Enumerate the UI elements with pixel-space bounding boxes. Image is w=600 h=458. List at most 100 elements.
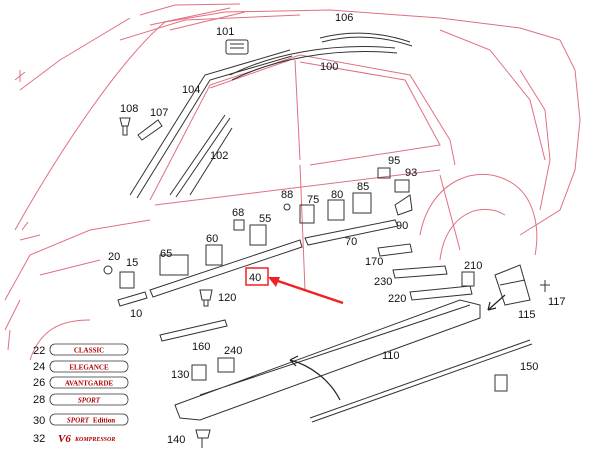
callout-24: 24 [33,361,45,373]
svg-text:SPORT: SPORT [78,397,101,405]
svg-text:KOMPRESSOR: KOMPRESSOR [74,437,115,443]
callout-108: 108 [120,103,138,115]
parts [103,32,550,448]
part-10-fender-strip [117,291,148,307]
highlight-box [245,267,269,286]
part-220-retainer [409,285,473,301]
part-65-retainer [159,254,189,276]
part-88-grommet [283,203,291,211]
part-100-roof-moulding [229,46,398,81]
callout-102: 102 [210,150,228,162]
arrow-sill [289,359,341,401]
part-55-retainer [249,224,267,246]
arrows [289,294,506,401]
callout-95: 95 [388,155,400,167]
callout-117: 117 [548,296,566,308]
callout-100: 100 [320,61,338,73]
badge-elegance: ELEGANCE [49,360,129,373]
callout-32: 32 [33,433,45,445]
emblem-badges: CLASSIC ELEGANCE AVANTGARDE SPORT SPORT … [49,343,129,445]
part-80-retainer [327,199,345,221]
part-102-pillar [169,114,233,198]
part-140-screw [195,429,211,448]
highlight [245,267,344,305]
part-40-front-door-strip [149,239,303,298]
part-130-clip [191,364,207,381]
part-170-retainer [377,243,413,257]
part-120-clip [199,289,213,307]
car-body-outline [4,3,581,361]
callout-40: 40 [249,272,261,284]
highlight-arrow [271,277,344,305]
callout-55: 55 [259,213,271,225]
svg-text:SPORT: SPORT [67,417,90,425]
callout-101: 101 [216,26,234,38]
part-85-retainer [352,192,372,214]
callout-68: 68 [232,207,244,219]
callout-10: 10 [130,308,142,320]
badge-sport-edition: SPORT Edition [49,413,129,426]
part-106-roof-strip [319,32,413,47]
part-160-strip [159,319,228,342]
callout-110: 110 [382,350,400,362]
part-150-clip [494,374,508,392]
part-110-sill-panel [174,299,481,421]
badge-avantgarde: AVANTGARDE [49,376,129,389]
badge-classic: CLASSIC [49,343,129,356]
arrow-bracket [487,294,506,311]
part-93-clip [394,179,410,193]
callout-60: 60 [206,233,218,245]
callout-120: 120 [218,292,236,304]
callout-70: 70 [345,236,357,248]
part-101-clip [225,39,249,55]
callout-65: 65 [160,248,172,260]
svg-text:Edition: Edition [93,417,115,425]
part-68-clip [233,219,245,231]
callout-15: 15 [126,257,138,269]
callout-88: 88 [281,189,293,201]
callout-26: 26 [33,377,45,389]
callout-210: 210 [464,260,482,272]
callout-115: 115 [518,309,536,321]
callout-90: 90 [396,220,408,232]
part-230-retainer [392,265,448,279]
part-240-clip [217,357,235,373]
callout-85: 85 [357,181,369,193]
part-60-retainer [205,244,223,266]
callout-240: 240 [224,345,242,357]
part-115-bracket [494,264,531,306]
callout-220: 220 [388,293,406,305]
part-107-clip [137,119,163,141]
part-104-frame-moulding [129,49,293,199]
svg-text:CLASSIC: CLASSIC [74,347,104,355]
svg-text:V6: V6 [58,433,71,445]
part-210-clip [461,271,475,287]
callout-20: 20 [108,251,120,263]
callout-30: 30 [33,415,45,427]
part-15-retainer [119,271,135,289]
callout-22: 22 [33,345,45,357]
callout-labels: 106 101 100 104 108 107 102 95 93 88 75 … [33,12,566,446]
callout-75: 75 [307,194,319,206]
callout-80: 80 [331,189,343,201]
callout-28: 28 [33,394,45,406]
svg-text:ELEGANCE: ELEGANCE [69,364,109,372]
callout-230: 230 [374,276,392,288]
callout-93: 93 [405,167,417,179]
badge-sport: SPORT [49,393,129,406]
part-75-retainer [299,204,315,224]
callout-104: 104 [182,84,200,96]
part-95-clip [377,167,391,179]
callout-107: 107 [150,107,168,119]
callout-106: 106 [335,12,353,24]
badge-v6-kompressor: V6 KOMPRESSOR [58,433,115,445]
part-70-rear-door-strip [304,219,399,246]
callout-130: 130 [171,369,189,381]
part-20-grommet [103,265,113,275]
part-117-screw [540,280,550,292]
callout-150: 150 [520,361,538,373]
callout-160: 160 [192,341,210,353]
part-108-screw [119,117,131,136]
